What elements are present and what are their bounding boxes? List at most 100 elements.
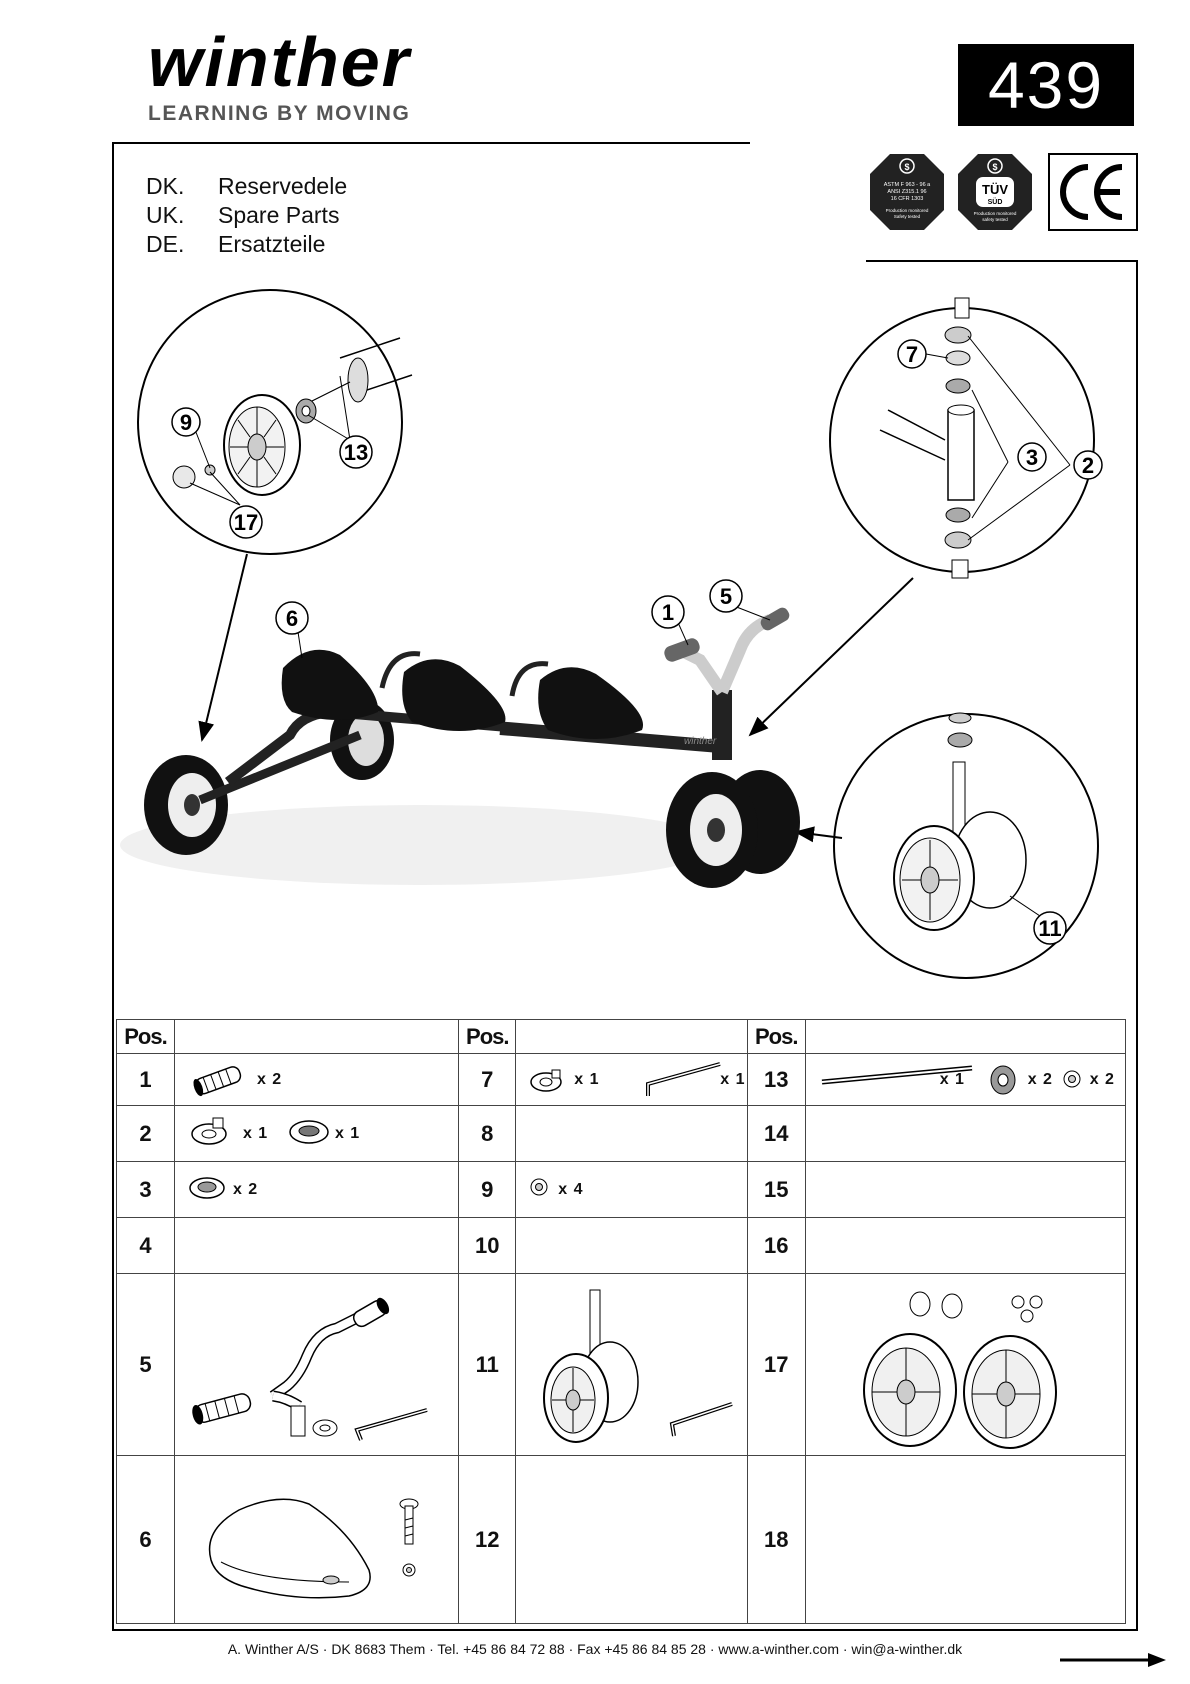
language-list: DK.Reservedele UK.Spare Parts DE.Ersatzt…: [146, 172, 347, 259]
part-cell-8: [515, 1105, 748, 1162]
pos-number: 17: [746, 1273, 806, 1456]
handle-grip-icon: [193, 1066, 242, 1097]
quantity: x 4: [558, 1181, 584, 1198]
front-wheel-assembly-icon: [543, 1289, 733, 1443]
part-cell-10: [515, 1217, 748, 1274]
ce-mark: [1060, 164, 1123, 220]
part-cell-4: [173, 1217, 460, 1274]
quantity: x 2: [232, 1181, 259, 1198]
table-row: 4 10 16: [116, 1217, 1127, 1274]
part-cell-17: [804, 1273, 1127, 1456]
tuv-safety-seal: $ TÜV SÜD Production monitored safety te…: [958, 154, 1032, 230]
steering-detail-circle: 7 3 2: [829, 297, 1103, 579]
callout-13: 13: [344, 440, 368, 465]
seat-kit-icon: [208, 1498, 419, 1599]
pos-number: 16: [746, 1217, 806, 1274]
pos-number: 9: [458, 1161, 517, 1218]
callout-7: 7: [906, 342, 918, 367]
language-row-de: DE.Ersatzteile: [146, 231, 326, 257]
frame-left: [112, 142, 114, 1630]
callout-9: 9: [180, 410, 192, 435]
next-page-arrow-icon: [1060, 1653, 1166, 1667]
pos-number: 10: [458, 1217, 517, 1274]
spare-parts-table: Pos. Pos. Pos. 1 x 2 7 x 1 x 1: [116, 1019, 1127, 1624]
callout-6: 6: [286, 606, 298, 631]
pos-number: 14: [746, 1105, 806, 1162]
front-wheel-detail-circle: 11: [833, 712, 1099, 979]
front-wheel-arrow: [794, 826, 843, 843]
part-cell-13: x 1 x 2 x 2: [804, 1053, 1127, 1106]
part-cell-6: [173, 1455, 460, 1624]
pos-number: 3: [116, 1161, 175, 1218]
svg-text:$: $: [904, 162, 909, 172]
part-cell-9: x 4: [515, 1161, 748, 1218]
pos-header-3: Pos.: [746, 1019, 806, 1054]
pos-header-2: Pos.: [458, 1019, 517, 1054]
callout-5: 5: [720, 584, 732, 609]
quantity: x 1: [242, 1125, 269, 1142]
frame-decal: winther: [684, 736, 717, 747]
nut-icon: [1063, 1070, 1081, 1088]
frame-top-right: [866, 260, 1138, 262]
bearing-cup-icon: [289, 1120, 329, 1144]
quantity: x 1: [574, 1071, 600, 1088]
table-row: 5 11: [116, 1273, 1127, 1456]
washer-icon: [990, 1065, 1016, 1095]
part-cell-3: x 2: [173, 1161, 460, 1218]
part-cell-2: x 1 x 1: [173, 1105, 460, 1162]
hex-key-icon: [646, 1062, 721, 1096]
rear-wheel-set-icon: [862, 1291, 1057, 1449]
pos-number: 13: [746, 1053, 806, 1106]
table-row: 1 x 2 7 x 1 x 1 13: [116, 1053, 1127, 1106]
table-row: 6 12 18: [116, 1455, 1127, 1624]
table-row: 2 x 1 x 1 8 14: [116, 1105, 1127, 1162]
callout-2: 2: [1082, 453, 1094, 478]
exploded-view-illustration: 9 13 17 7 3 2: [120, 289, 1103, 979]
part-cell-5: [173, 1273, 460, 1456]
part-cell-11: [515, 1273, 748, 1456]
pos-number: 7: [458, 1053, 517, 1106]
pos-number: 12: [458, 1455, 517, 1624]
callout-17: 17: [234, 510, 258, 535]
svg-text:TÜV: TÜV: [982, 182, 1008, 197]
part-cell-14: [804, 1105, 1127, 1162]
pos-number: 8: [458, 1105, 517, 1162]
language-row-dk: DK.Reservedele: [146, 173, 348, 199]
axle-rod-icon: [821, 1065, 972, 1085]
footer-contact: A. Winther A/S · DK 8683 Them · Tel. +45…: [227, 1641, 963, 1657]
part-cell-18: [804, 1455, 1127, 1624]
language-row-uk: UK.Spare Parts: [146, 202, 340, 228]
part-cell-1: x 2: [173, 1053, 460, 1106]
bearing-ring-icon: [189, 1177, 225, 1199]
svg-text:16 CFR 1303: 16 CFR 1303: [891, 196, 924, 202]
logo-text: winther: [148, 30, 413, 100]
svg-text:Production monitored: Production monitored: [886, 208, 929, 213]
quantity: x 2: [256, 1071, 283, 1088]
svg-text:ASTM F 963 - 96 a: ASTM F 963 - 96 a: [884, 182, 931, 188]
callout-1: 1: [662, 600, 674, 625]
pos-number: 4: [116, 1217, 175, 1274]
callout-11: 11: [1038, 916, 1061, 941]
handlebar-kit-icon: [192, 1297, 428, 1441]
model-number: 439: [958, 44, 1134, 126]
quantity: x 2: [1027, 1071, 1053, 1088]
nut-icon: [530, 1178, 548, 1196]
part-cell-16: [804, 1217, 1127, 1274]
pos-number: 18: [746, 1455, 806, 1624]
rear-wheel-detail-circle: 9 13 17: [137, 289, 413, 555]
part-cell-15: [804, 1161, 1127, 1218]
pos-number: 2: [116, 1105, 175, 1162]
quantity: x 1: [939, 1071, 965, 1088]
ce-mark-box: [1048, 153, 1138, 231]
rear-wheel-arrow: [198, 553, 248, 742]
clamp-icon: [530, 1069, 563, 1092]
frame-right: [1136, 260, 1138, 1630]
pos-number: 15: [746, 1161, 806, 1218]
astm-safety-seal: $ ASTM F 963 - 96 a ANSI Z315.1 96 16 CF…: [870, 154, 944, 230]
part-cell-7: x 1 x 1: [515, 1053, 748, 1106]
pos-number: 5: [116, 1273, 175, 1456]
tagline: LEARNING BY MOVING: [148, 102, 411, 125]
callout-3: 3: [1026, 445, 1038, 470]
table-row: 3 x 2 9 x 4 15: [116, 1161, 1127, 1218]
pos-header-1: Pos.: [116, 1019, 175, 1054]
